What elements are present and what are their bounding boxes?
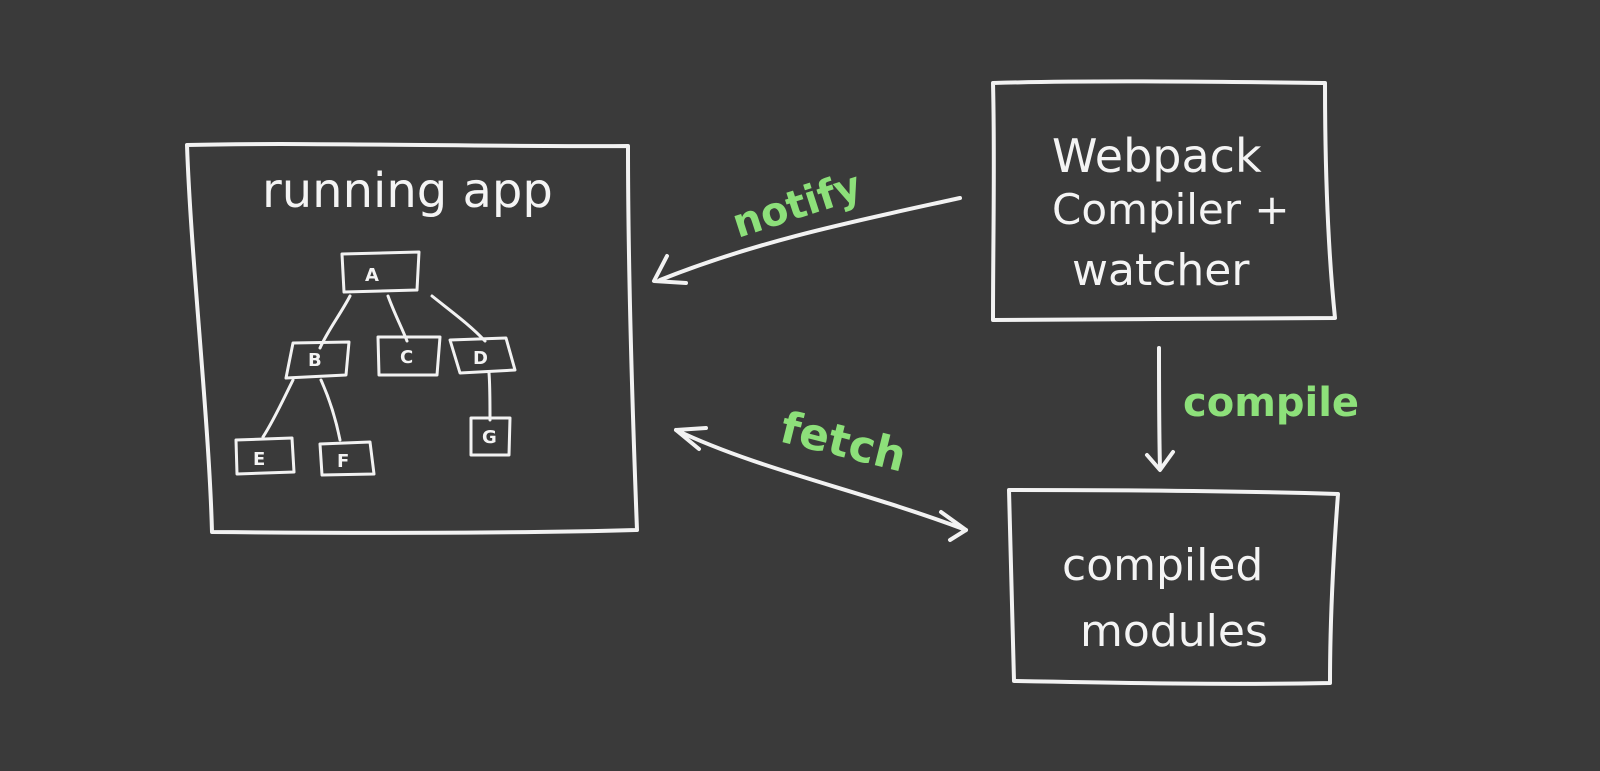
compile-arrow-line [1157,346,1162,471]
fetch-label: fetch [775,402,911,482]
tree-node-e-label: E [253,449,265,470]
tree-node-e: E [234,436,296,476]
compiled-modules-line1: compiled [1062,540,1263,591]
tree-node-f: F [318,440,376,477]
notify-arrow: notify [652,163,962,285]
webpack-box: Webpack Compiler + watcher [991,79,1337,322]
tree-node-c: C [376,335,442,377]
fetch-arrowhead-right [939,510,968,542]
compile-label: compile [1183,380,1359,426]
compiled-modules-border [1007,488,1340,686]
tree-node-b-label: B [308,350,322,371]
running-app-title: running app [262,163,553,219]
tree-node-a-label: A [365,265,379,286]
compile-arrow: compile [1145,346,1359,472]
tree-node-d-label: D [473,348,488,369]
fetch-arrowhead-left [674,426,708,451]
webpack-line3: watcher [1072,245,1250,296]
tree-node-c-label: C [400,347,413,368]
webpack-line1: Webpack [1052,129,1262,183]
notify-arrow-line [658,196,962,282]
notify-arrowhead [652,254,688,285]
running-app-box: running app A B C D [185,142,639,535]
tree-node-f-label: F [337,451,349,472]
tree-node-g: G [469,416,512,457]
webpack-line2: Compiler + [1052,185,1290,234]
fetch-arrow-line [674,428,968,532]
compiled-modules-box: compiled modules [1007,488,1340,686]
running-app-border [185,142,639,535]
webpack-border [991,79,1337,322]
tree-node-a: A [340,250,421,294]
component-tree-edges [261,294,492,442]
tree-node-d: D [448,336,517,375]
compiled-modules-line2: modules [1080,606,1268,657]
tree-node-b: B [284,340,351,380]
fetch-arrow: fetch [674,402,968,542]
tree-node-g-label: G [482,427,497,448]
compile-arrowhead [1145,450,1175,472]
